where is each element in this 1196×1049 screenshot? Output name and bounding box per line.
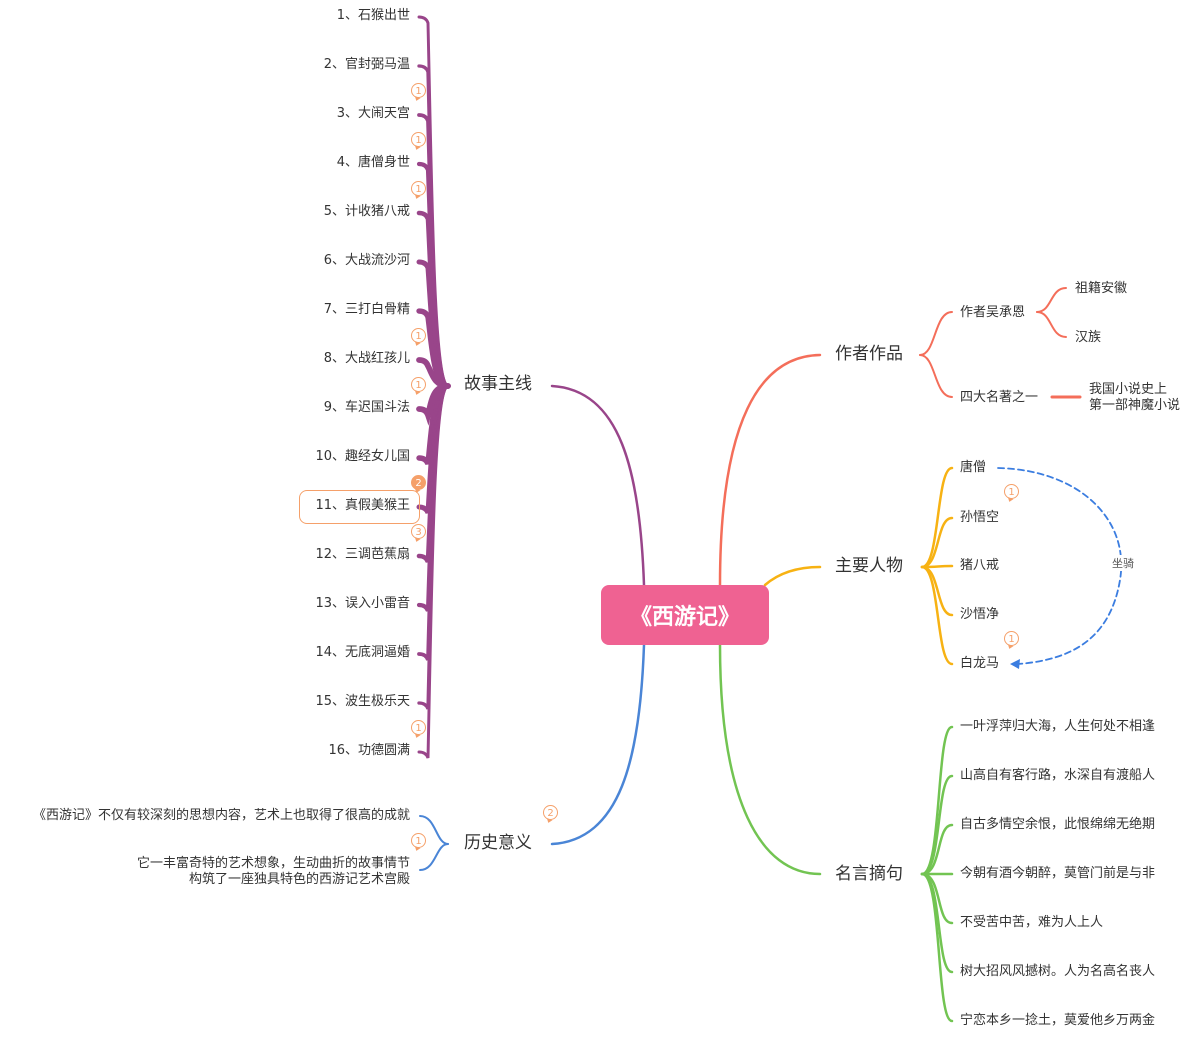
root-topic-xiyouji[interactable]: 《西游记》 [601, 585, 769, 645]
quote-connector [920, 774, 954, 876]
quote-item[interactable]: 山高自有客行路，水深自有渡船人 [960, 768, 1156, 783]
author-connector [919, 311, 953, 356]
author-sub-wuchengen[interactable]: 作者吴承恩 [960, 305, 1026, 320]
connector-root-story [550, 384, 646, 587]
story-comment-badge[interactable]: 3 [411, 524, 426, 539]
story-connector [416, 357, 451, 389]
history-comment-badge[interactable]: 2 [543, 805, 558, 820]
quote-item[interactable]: 一叶浮萍归大海，人生何处不相逢 [960, 719, 1156, 734]
story-comment-badge[interactable]: 2 [411, 475, 426, 490]
character-connector [920, 565, 954, 666]
author-branch-lines [718, 287, 1082, 587]
character-connector [920, 516, 954, 569]
story-item[interactable]: 5、计收猪八戒 [323, 204, 410, 219]
story-comment-badge[interactable]: 1 [411, 720, 426, 735]
history-branch-lines [419, 643, 646, 871]
story-comment-badge[interactable]: 1 [411, 83, 426, 98]
character-comment-badge[interactable]: 1 [1004, 631, 1019, 646]
story-item[interactable]: 12、三调芭蕉扇 [315, 547, 410, 562]
topic-main-characters[interactable]: 主要人物 [835, 556, 903, 576]
mount-relation-curve [997, 467, 1123, 665]
story-comment-badge[interactable]: 1 [411, 377, 426, 392]
quote-connector [920, 872, 954, 1023]
author-sub-four-classics[interactable]: 四大名著之一 [960, 390, 1039, 405]
quote-connector [920, 725, 954, 876]
quotes-branch-lines [718, 643, 954, 1023]
history-item-2[interactable]: 它一丰富奇特的艺术想象，生动曲折的故事情节 构筑了一座独具特色的西游记艺术宫殿 [136, 856, 410, 887]
story-comment-badge[interactable]: 1 [411, 181, 426, 196]
topic-story-mainline[interactable]: 故事主线 [464, 374, 532, 394]
story-connector [416, 383, 451, 426]
story-branch-lines [416, 15, 646, 759]
character-connector [920, 466, 954, 569]
story-connector [417, 384, 450, 759]
topic-historical-significance[interactable]: 历史意义 [464, 833, 532, 853]
mount-relationship-line [997, 467, 1123, 669]
story-item[interactable]: 11、真假美猴王 [315, 498, 410, 513]
connector-root-characters [763, 565, 822, 587]
topic-famous-quotes[interactable]: 名言摘句 [835, 864, 903, 884]
connector-root-author [718, 353, 822, 587]
story-item[interactable]: 3、大闹天宫 [336, 106, 410, 121]
quote-item[interactable]: 自古多情空余恨，此恨绵绵无绝期 [960, 817, 1156, 832]
character-comment-badge[interactable]: 1 [1004, 484, 1019, 499]
characters-branch-lines [763, 466, 954, 666]
story-item[interactable]: 7、三打白骨精 [323, 302, 410, 317]
story-comment-badge[interactable]: 1 [411, 328, 426, 343]
story-item[interactable]: 8、大战红孩儿 [323, 351, 410, 366]
story-item[interactable]: 15、波生极乐天 [315, 694, 410, 709]
author-connector [1036, 311, 1067, 338]
connector-root-quotes [718, 643, 822, 876]
history-connector [419, 815, 449, 845]
history-item-1[interactable]: 《西游记》不仅有较深刻的思想内容，艺术上也取得了很高的成就 [32, 808, 410, 823]
story-item[interactable]: 14、无底洞逼婚 [315, 645, 410, 660]
quote-item[interactable]: 树大招风风撼树。人为名高名丧人 [960, 964, 1156, 979]
character-item[interactable]: 孙悟空 [960, 510, 1000, 525]
quote-item[interactable]: 不受苦中苦，难为人上人 [960, 915, 1104, 930]
topic-author-works[interactable]: 作者作品 [835, 344, 903, 364]
story-item[interactable]: 2、官封弼马温 [323, 57, 410, 72]
character-item[interactable]: 唐僧 [960, 460, 987, 475]
author-connector [1036, 287, 1067, 313]
quote-connector [920, 823, 954, 876]
story-item[interactable]: 13、误入小雷音 [315, 596, 410, 611]
author-ethnicity-han[interactable]: 汉族 [1075, 330, 1102, 345]
story-comment-badge[interactable]: 1 [411, 132, 426, 147]
author-first-fantasy-novel[interactable]: 我国小说史上 第一部神魔小说 [1089, 382, 1181, 413]
character-item[interactable]: 沙悟净 [960, 607, 1000, 622]
author-origin-anhui[interactable]: 祖籍安徽 [1075, 281, 1128, 296]
story-connector [416, 308, 451, 389]
character-item[interactable]: 猪八戒 [960, 558, 1000, 573]
story-item[interactable]: 1、石猴出世 [336, 8, 410, 23]
story-item[interactable]: 10、趣经女儿国 [315, 449, 410, 464]
story-item[interactable]: 4、唐僧身世 [336, 155, 410, 170]
connector-root-history [550, 643, 646, 846]
highlight-selected-story-item [299, 490, 420, 524]
quote-item[interactable]: 宁恋本乡一捻土，莫爱他乡万两金 [960, 1013, 1156, 1028]
story-item[interactable]: 16、功德圆满 [328, 743, 410, 758]
story-item[interactable]: 9、车迟国斗法 [323, 400, 410, 415]
relationship-label-mount[interactable]: 坐骑 [1112, 555, 1134, 571]
history-connector [419, 843, 449, 871]
history-item-comment-badge[interactable]: 1 [411, 833, 426, 848]
author-connector [919, 354, 953, 398]
quote-item[interactable]: 今朝有酒今朝醉，莫管门前是与非 [960, 866, 1156, 881]
character-item[interactable]: 白龙马 [960, 656, 1000, 671]
arrowhead-icon [1010, 659, 1020, 669]
story-item[interactable]: 6、大战流沙河 [323, 253, 410, 268]
